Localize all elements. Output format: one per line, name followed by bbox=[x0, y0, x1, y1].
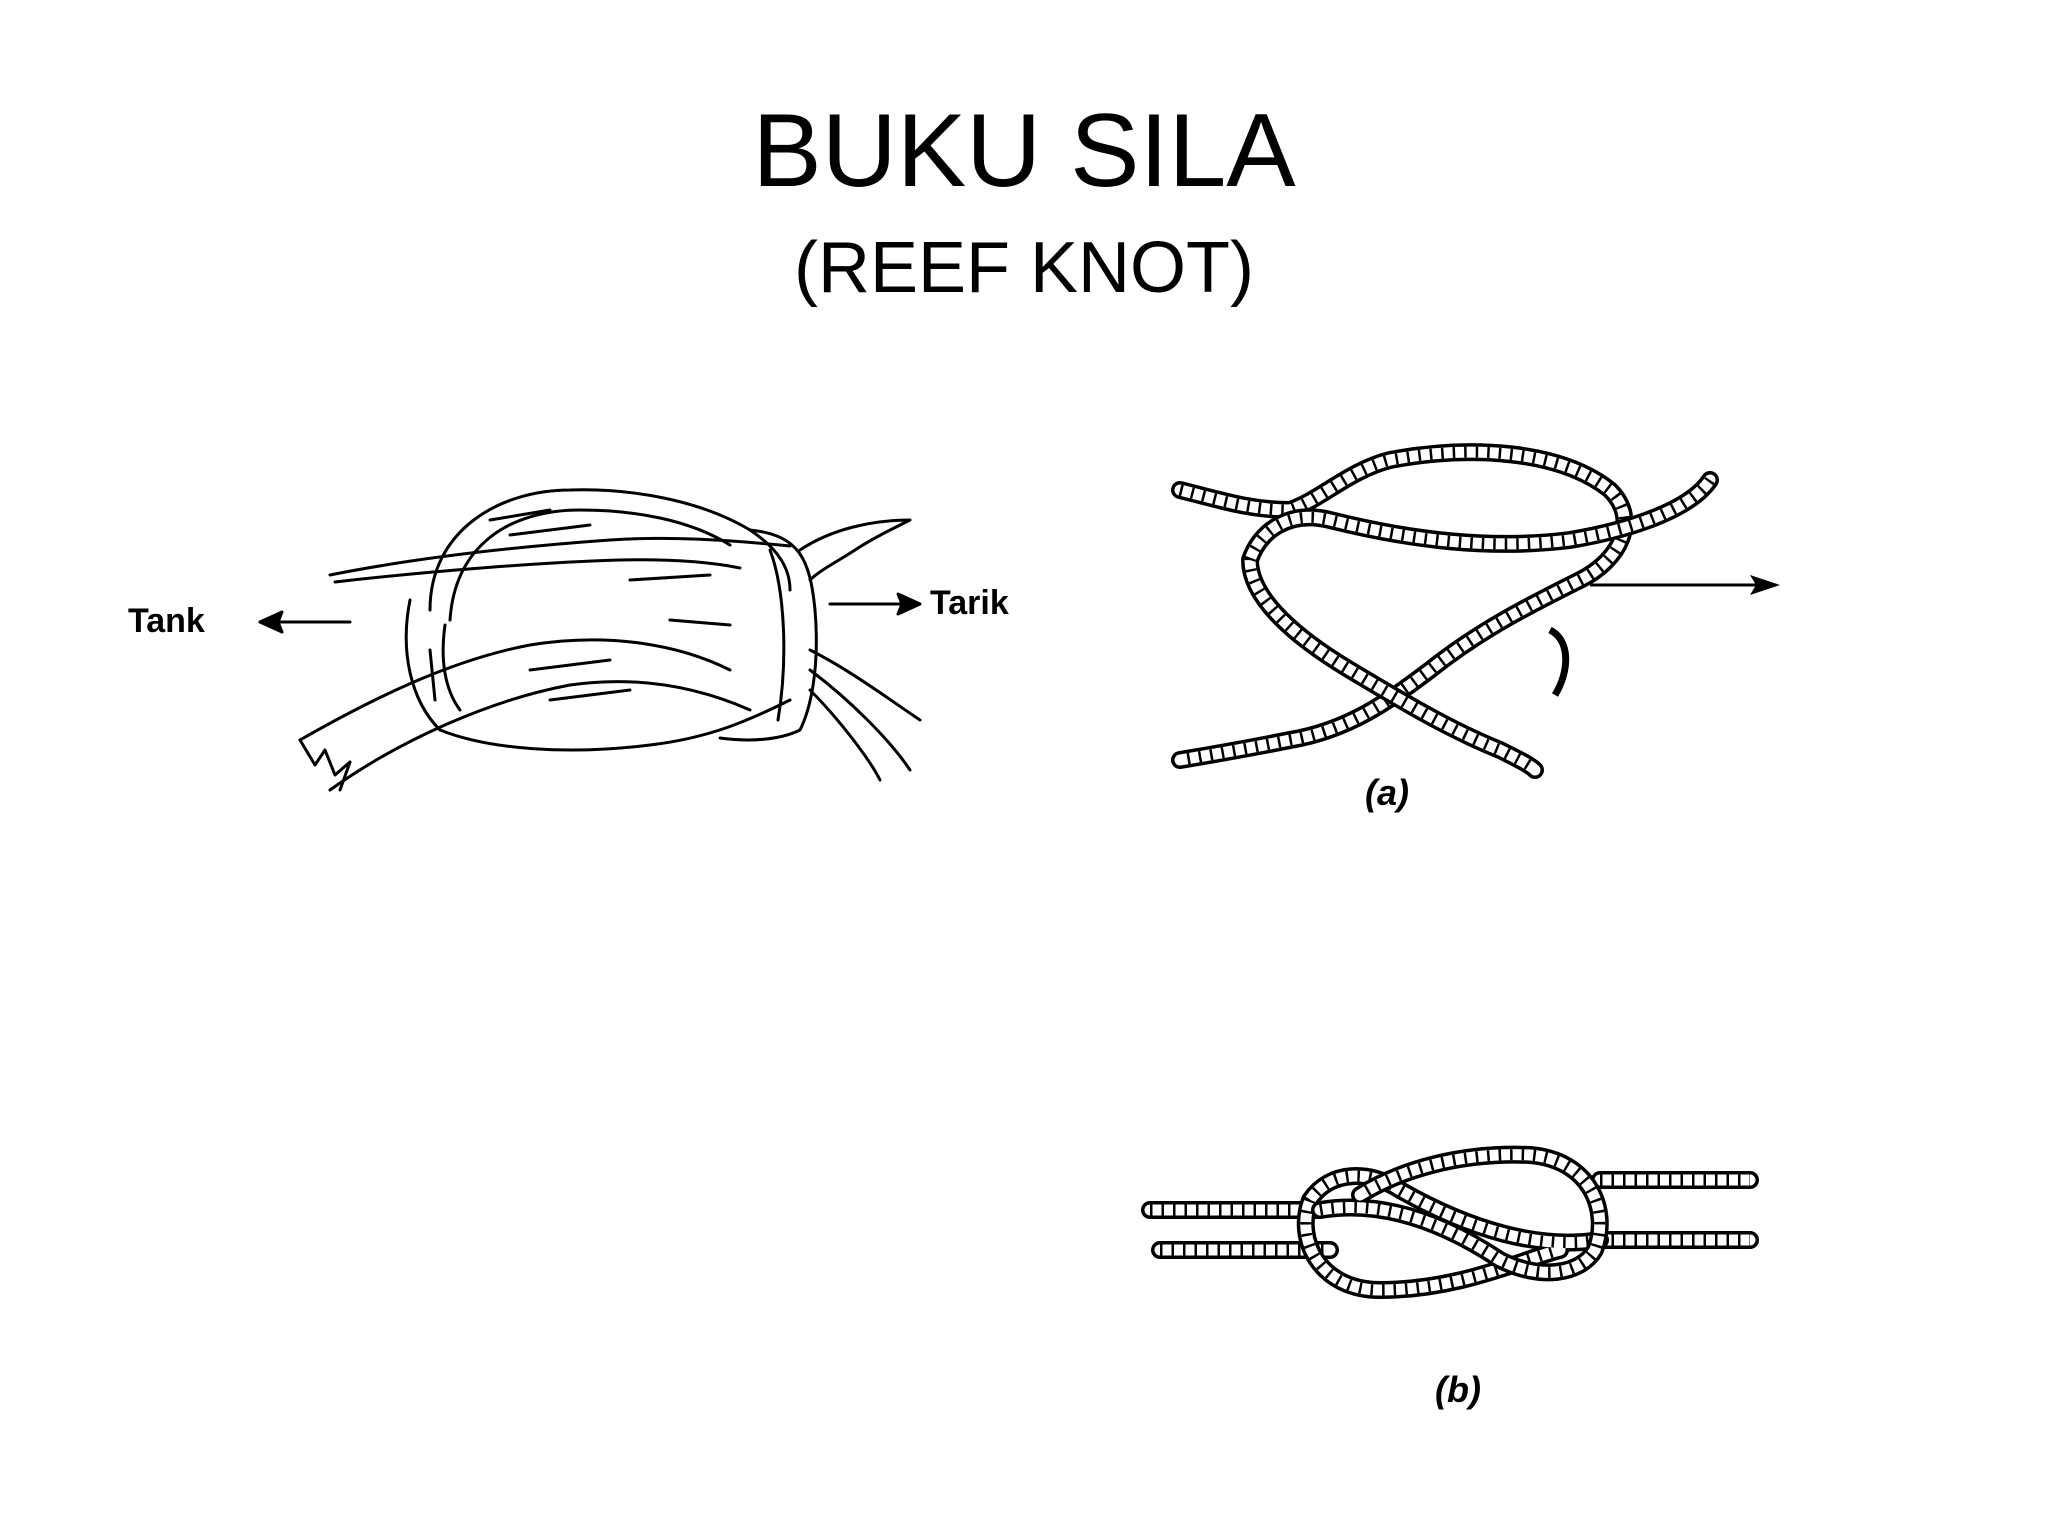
rope-b-loop-left bbox=[1296, 1167, 1609, 1299]
sketch-loop-left-inner bbox=[441, 623, 462, 712]
sketch-label-right: Tarik bbox=[930, 584, 1009, 622]
sketch-upper-loop-inner bbox=[448, 508, 732, 622]
sketch-right-arrow-head bbox=[896, 592, 922, 616]
rope-b-caption: (b) bbox=[1435, 1369, 1481, 1410]
rope-b-loop-right bbox=[1311, 1145, 1609, 1282]
sketch-top-strand-lower-edge bbox=[333, 558, 742, 584]
sketch-right-band-edge bbox=[768, 548, 786, 722]
rope-figure-b: (b) bbox=[1141, 1145, 1759, 1410]
sketch-lower-loop bbox=[438, 698, 792, 752]
sketch-left-arrow-head bbox=[258, 610, 284, 634]
slide-subtitle: (REEF KNOT) bbox=[794, 228, 1254, 308]
sketch-reef-knot-figure: Tank Tarik bbox=[128, 488, 1009, 792]
rope-a-strand-2 bbox=[1241, 471, 1719, 779]
sketch-right-lower-strand-1 bbox=[808, 668, 912, 772]
rope-a-strand-1 bbox=[1171, 443, 1634, 769]
sketch-upper-loop bbox=[428, 488, 792, 612]
sketch-right-upper-strand bbox=[808, 648, 922, 722]
sketch-right-top-tip bbox=[798, 518, 912, 582]
sketch-right-lower-strand-2 bbox=[808, 688, 882, 782]
sketch-right-band bbox=[718, 528, 818, 742]
sketch-lower-strand bbox=[298, 638, 732, 742]
slide-title: BUKU SILA bbox=[752, 93, 1296, 209]
rope-a-caption: (a) bbox=[1365, 772, 1409, 813]
rope-a-arrow-head bbox=[1750, 575, 1780, 595]
rope-a-curve-arrow bbox=[1548, 626, 1570, 697]
sketch-lower-fray bbox=[298, 738, 352, 792]
sketch-texture bbox=[428, 508, 732, 702]
sketch-loop-left-side bbox=[404, 598, 442, 732]
rope-figure-a: (a) bbox=[1171, 443, 1780, 813]
sketch-label-left: Tank bbox=[128, 602, 205, 640]
sketch-top-strand bbox=[328, 536, 792, 577]
sketch-lower-strand-bottom bbox=[328, 680, 752, 792]
